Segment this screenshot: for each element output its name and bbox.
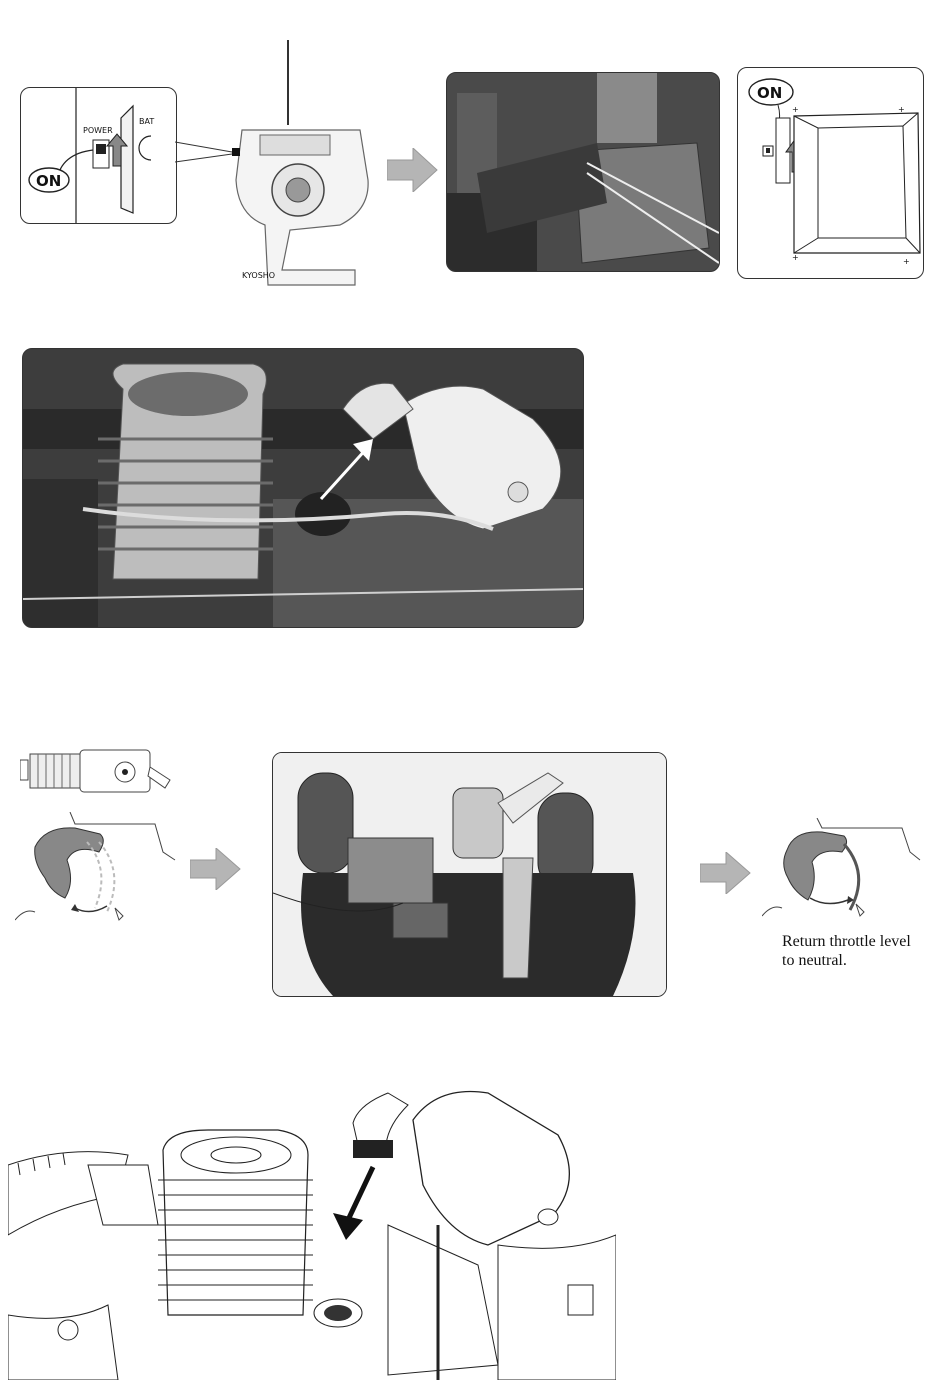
right-arrow-icon-2 [190,848,242,890]
svg-text:+: + [903,257,910,266]
transmitter-switch-illustration: POWER BAT ON [21,88,176,223]
transmitter-illustration: KYOSHO [220,40,375,290]
svg-text:+: + [898,105,905,114]
air-filter-install-illustration [8,1085,616,1380]
receiver-box [794,113,920,253]
svg-text:+: + [792,105,799,114]
bat-label: BAT [139,117,154,126]
power-switch-knob [96,144,106,154]
carburetor-illustration [20,742,180,804]
power-label: POWER [83,126,113,135]
on-label-left: ON [36,172,61,190]
down-arrow-icon [348,1167,373,1220]
receiver-box-photo [446,72,720,272]
wheel-left [298,773,353,873]
engine-air-filter-photo [22,348,584,628]
brand-label: KYOSHO [242,271,275,280]
caption-line-1: Return throttle level [782,932,911,951]
on-label-right: ON [757,84,782,102]
caption-line-2: to neutral. [782,951,911,970]
receiver-switch-inset: ON + + + + [737,67,924,279]
right-arrow-icon-3 [700,852,752,894]
right-arrow-icon [387,148,439,192]
car-chassis-photo [272,752,667,997]
transmitter-switch-inset: POWER BAT ON [20,87,177,224]
throttle-trigger-neutral-illustration [762,818,922,920]
throttle-caption: Return throttle level to neutral. [782,932,911,970]
pull-arrow-icon [71,904,79,912]
throttle-trigger-pull-illustration [15,812,180,924]
leader-lines [175,140,235,170]
svg-text:+: + [792,253,799,262]
